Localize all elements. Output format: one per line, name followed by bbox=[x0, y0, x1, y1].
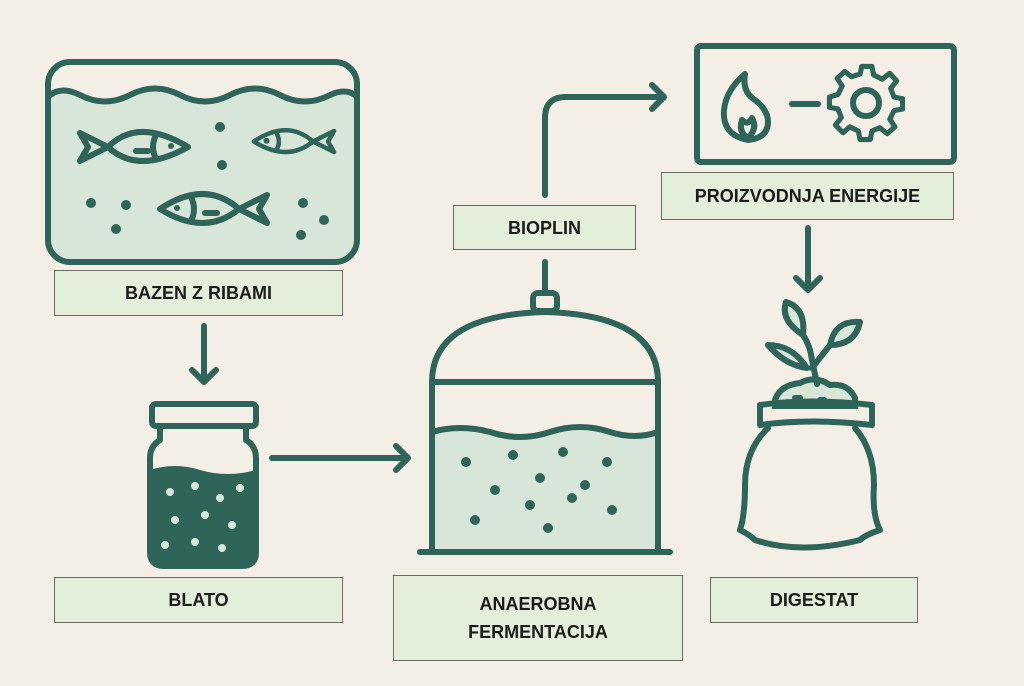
gear-icon bbox=[826, 63, 906, 143]
arrow-right-icon bbox=[269, 443, 411, 473]
arrow-biogas-icon bbox=[542, 82, 667, 198]
label-energy: PROIZVODNJA ENERGIJE bbox=[661, 172, 954, 220]
label-fermentation: ANAEROBNA FERMENTACIJA bbox=[393, 575, 683, 661]
label-digestate: DIGESTAT bbox=[710, 577, 918, 623]
fish-icon bbox=[251, 128, 337, 155]
fermenter-icon bbox=[417, 259, 673, 555]
label-sludge: BLATO bbox=[54, 577, 343, 623]
fish-icon bbox=[157, 191, 270, 226]
label-fish-tank: BAZEN Z RIBAMI bbox=[54, 270, 343, 316]
energy-box-icon bbox=[694, 43, 957, 165]
sludge-jar-icon bbox=[147, 401, 259, 569]
label-fermentation-line2: FERMENTACIJA bbox=[468, 622, 608, 642]
arrow-down-icon bbox=[189, 323, 219, 385]
fish-icon bbox=[77, 129, 191, 164]
label-biogas: BIOPLIN bbox=[453, 205, 636, 250]
fish-tank-icon bbox=[45, 59, 360, 265]
arrow-down-icon bbox=[793, 225, 823, 293]
flame-icon bbox=[720, 71, 771, 143]
label-fermentation-line1: ANAEROBNA bbox=[479, 594, 597, 614]
digestate-bag-icon bbox=[737, 299, 883, 551]
